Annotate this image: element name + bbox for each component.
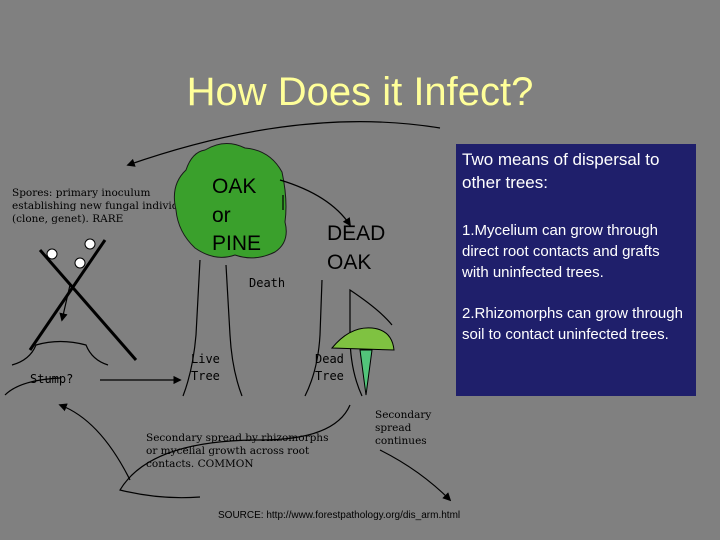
stump-shape — [11, 340, 109, 366]
mushroom-stem — [359, 349, 373, 396]
spore-to-stump-arrow — [59, 284, 71, 322]
live-tree-trunk — [182, 259, 243, 397]
spores-label: Spores: primary inoculum establishing ne… — [12, 187, 198, 225]
tree-canopy — [173, 143, 287, 259]
spread-back-arrow — [58, 403, 131, 481]
continues-arrow — [379, 449, 452, 502]
info-point-2: 2.Rhizomorphs can grow through soil to c… — [462, 305, 683, 343]
dead-tree-trunk — [304, 279, 393, 397]
spore-dot — [74, 257, 86, 269]
tree-label: OAK or PINE — [212, 175, 262, 255]
secondary-spread-label: Secondary spread by rhizomorphs or mycel… — [146, 432, 332, 470]
secondary-spread-arrow — [119, 404, 351, 499]
dispersal-info-box: Two means of dispersal to other trees: 1… — [456, 144, 696, 396]
info-intro: Two means of dispersal to other trees: — [462, 150, 660, 192]
live-tree-label: Live Tree — [191, 352, 227, 383]
dead-oak-label: DEAD OAK — [327, 222, 391, 274]
spore-dot — [46, 248, 58, 260]
dead-tree-label: Dead Tree — [315, 352, 351, 383]
stump-loop-arrow — [4, 377, 61, 396]
death-arrow — [279, 179, 351, 227]
cross-line — [38, 249, 138, 361]
source-citation: SOURCE: http://www.forestpathology.org/d… — [218, 510, 461, 521]
death-label: Death — [249, 276, 285, 290]
slide-title: How Does it Infect? — [186, 70, 534, 114]
info-point-1: 1.Mycelium can grow through direct root … — [462, 222, 660, 281]
spore-dot — [84, 238, 96, 250]
mushroom-cap — [330, 327, 395, 351]
secondary-continues-label: Secondary spread continues — [375, 409, 435, 447]
spore-release-arrow — [126, 121, 441, 167]
